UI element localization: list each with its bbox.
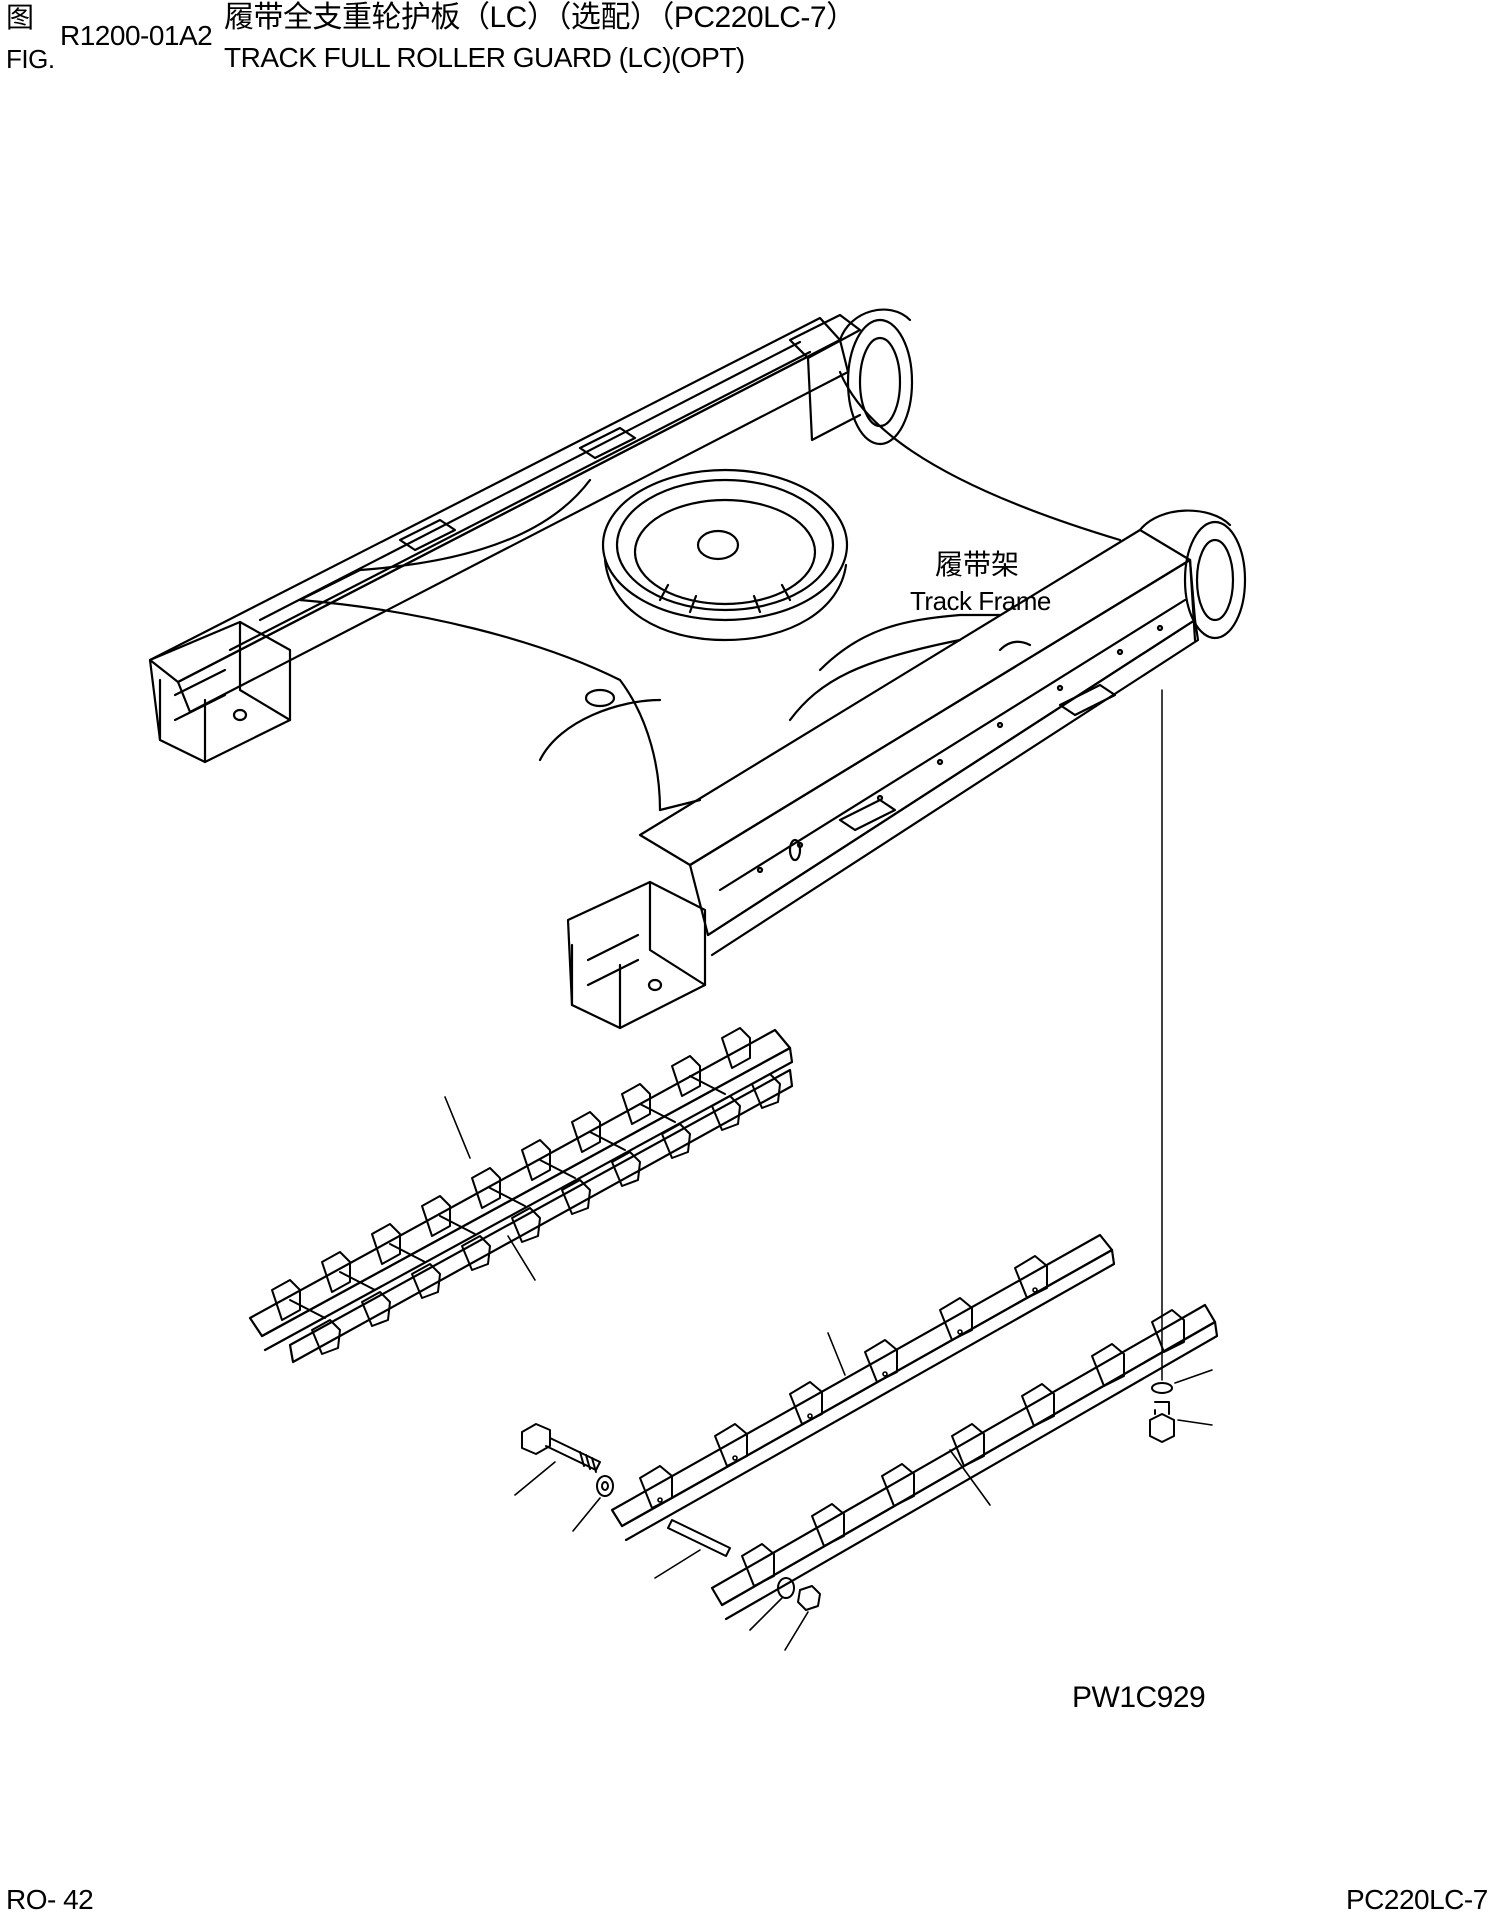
lower-washer xyxy=(777,1577,795,1599)
model-name: PC220LC-7 xyxy=(1346,1884,1488,1915)
fig-label-cn: 图 xyxy=(6,2,34,33)
page-number: RO- 42 xyxy=(6,1884,94,1915)
fig-label-en: FIG. xyxy=(6,44,55,74)
roller-guard-right-outer xyxy=(710,1303,1219,1621)
roller-guard-left xyxy=(248,1027,794,1364)
track-frame xyxy=(148,308,1247,1030)
hardware xyxy=(521,1382,1175,1611)
long-bolt xyxy=(521,1423,551,1455)
washer xyxy=(596,1475,614,1497)
callout-track-frame-en: Track Frame xyxy=(910,586,1051,616)
right-bolt xyxy=(1149,1413,1175,1443)
pin xyxy=(667,1519,731,1557)
callout-track-frame-cn: 履带架 xyxy=(935,549,1019,580)
nut xyxy=(797,1585,821,1611)
drawing-code: PW1C929 xyxy=(1072,1681,1206,1714)
page-title-cn: 履带全支重轮护板（LC）（选配）（PC220LC-7） xyxy=(224,1,856,34)
roller-guard-right-inner xyxy=(610,1233,1116,1542)
page-title-en: TRACK FULL ROLLER GUARD (LC)(OPT) xyxy=(224,42,745,73)
fig-number: R1200-01A2 xyxy=(60,20,213,51)
callout-leaders xyxy=(444,1096,1213,1651)
right-washer xyxy=(1151,1382,1173,1394)
